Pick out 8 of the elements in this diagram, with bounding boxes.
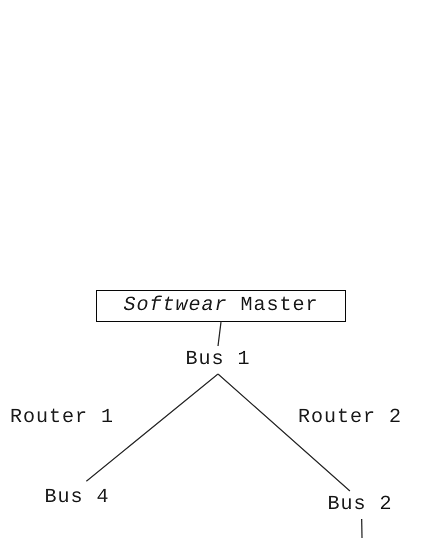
- connector-line: [217, 322, 222, 346]
- connector-line: [218, 374, 350, 492]
- bus-label: Bus 2: [318, 491, 402, 519]
- bus-label: Bus 4: [38, 484, 116, 512]
- connector-line: [361, 518, 363, 538]
- bus-label: Bus 1: [180, 346, 256, 374]
- master-box: Softwear Master: [96, 290, 346, 322]
- connector-line: [86, 374, 218, 482]
